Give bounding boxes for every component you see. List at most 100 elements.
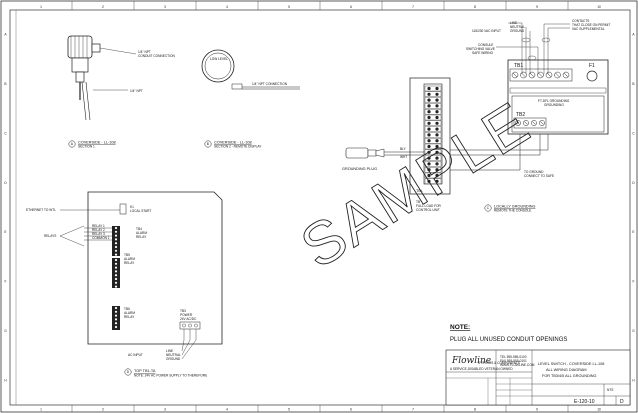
controller-terminal-dot [114, 258, 118, 262]
terminal-box-sub2: CONTROL UNIT [416, 208, 440, 212]
tb4-label: TB4 [136, 227, 142, 231]
border-col-label: 10 [597, 408, 601, 412]
terminal-screw [435, 162, 439, 166]
terminal-screw [427, 115, 431, 120]
tb1-screw-slot [512, 72, 518, 78]
meter-caption: B COVERSIDE - LL-108 SECTION 2 - REMOTE … [204, 141, 262, 149]
controller-terminal-dot [114, 277, 118, 281]
tb2-screw-slot [540, 121, 544, 125]
border-col-label: 1 [40, 5, 42, 9]
border-row-label: G [4, 329, 7, 333]
controller-terminal-dot [114, 314, 118, 317]
terminal-screw [427, 150, 431, 154]
k1-sub: LOCAL START [130, 209, 151, 213]
terminal-screw [435, 115, 439, 120]
controller-terminal-dot [114, 310, 118, 313]
border-row-label: G [632, 329, 635, 333]
locally-title: LOCALLY GROUNDING [494, 205, 535, 209]
terminal-cell [424, 172, 442, 179]
border-col-label: 9 [536, 5, 538, 9]
border-col-label: 5 [288, 408, 290, 412]
terminal-screw [435, 156, 439, 160]
controller-ref: D [127, 370, 130, 374]
terminal-screw [435, 98, 439, 102]
controller-caption: D TOP TB1-TA NOTE: 24V AC POWER SUPPLY T… [124, 368, 207, 378]
tb4-sub: ALARM [136, 231, 147, 235]
locally-ref: C [487, 206, 490, 210]
probe-assembly: 1/4" NPT CONDUIT CONNECTION 1/4" NPT [67, 35, 175, 121]
controller-terminal-dot [114, 266, 118, 269]
terminal-cell [424, 138, 442, 144]
terminal-cell [424, 97, 442, 103]
terminal-screw [427, 86, 431, 91]
relay1-label: RELAY 1 [92, 224, 105, 228]
terminal-screw [435, 127, 439, 131]
tb3-sub: POWER [180, 313, 193, 317]
terminal-screw [427, 179, 431, 183]
ac-ground-label: GROUND [166, 357, 181, 361]
tb1-screw-slot [555, 72, 560, 78]
controller-terminal-dot [114, 325, 118, 329]
contact-line2: FAX 555-555-0101 [500, 359, 527, 363]
border-row-label: C [632, 131, 635, 135]
terminal-cell [424, 109, 442, 115]
terminal-screw [435, 133, 439, 137]
terminal-screw [427, 173, 431, 178]
meter-ref: B [207, 142, 209, 146]
tb1-screw-slot [563, 72, 569, 78]
to-ground-sub: CONNECT TO SAFE [524, 174, 554, 178]
ac-input-wiring: AC INPUT LINE NEUTRAL GROUND [128, 339, 197, 361]
controller-terminal-dot [114, 322, 118, 325]
controller-terminal-dot [114, 253, 118, 256]
border-col-label: 4 [226, 408, 228, 412]
contact-line3: WWW.FLOWLINE.COM [500, 363, 535, 367]
strip-sub: GROUNDING [544, 103, 564, 107]
terminal-screw [427, 121, 431, 125]
terminal-box-sub: FULL LOAD FOR [416, 204, 442, 208]
probe-npt2-label: 1/4" NPT [130, 89, 143, 93]
relay-label: RELAYS [44, 234, 56, 238]
terminal-cell [424, 114, 442, 121]
company-logo: Flowline [451, 356, 491, 366]
controller-terminal-dot [114, 281, 118, 284]
notes-block: NOTE: PLUG ALL UNUSED CONDUIT OPENINGS [450, 324, 567, 343]
border-col-label: 7 [412, 408, 414, 412]
terminal-cell [424, 161, 442, 167]
terminal-cell [424, 126, 442, 132]
grounding-plug-label: GROUNDING PLUG [342, 167, 377, 171]
bly-label: BLY [400, 147, 407, 151]
border-col-label: 9 [536, 408, 538, 412]
border-row-label: E [632, 230, 634, 234]
tb1-screw-slot [529, 72, 535, 78]
controller-terminal-dot [114, 238, 118, 241]
description-line3: FOR TB3/4/5 ALL GROUNDING [542, 374, 596, 378]
description-line2: ALL WIRING DIAGRAM [546, 368, 587, 372]
terminal-screw [435, 86, 439, 91]
meter-title: COVERSIDE - LL-108 [214, 141, 252, 145]
tb6-sub2: RELAY [124, 315, 135, 319]
meter-cable-label: 1/4" NPT CONNECTION [252, 82, 288, 86]
relay-wiring: RELAYS RELAY 1 RELAY 2 RELAY 3 COMMON 1 [44, 224, 112, 247]
relay2-label: RELAY 2 [92, 228, 105, 232]
border-row-label: D [632, 181, 635, 185]
revision-value: D [620, 399, 624, 405]
k1-label: K1 [130, 205, 134, 209]
contacts-label: CONTACTS [572, 19, 589, 23]
border-row-label: B [4, 82, 6, 86]
terminal-cell [424, 178, 442, 184]
terminal-screw [427, 144, 431, 149]
input-label: 115/230 VAC INPUT [472, 29, 501, 33]
tb5-sub: ALARM [124, 257, 135, 261]
drawing-number: E-120-10 [574, 399, 595, 405]
terminal-box-label: TB [416, 200, 420, 204]
border-col-label: 2 [102, 408, 104, 412]
contact-line1: TEL 555-555-0100 [500, 355, 527, 359]
terminal-screw [435, 139, 439, 143]
tb5-label: TB5 [124, 253, 130, 257]
top-wiring: LINE NEUTRAL GROUND 115/230 VAC INPUT CO… [466, 19, 610, 74]
ac-neutral-label: NEUTRAL [166, 353, 181, 357]
controller-title: TOP TB1-TA [134, 369, 156, 373]
controller-terminal-dot [114, 274, 118, 277]
contacts-sub2: VAC SUPPLEMENTAL [572, 27, 605, 31]
